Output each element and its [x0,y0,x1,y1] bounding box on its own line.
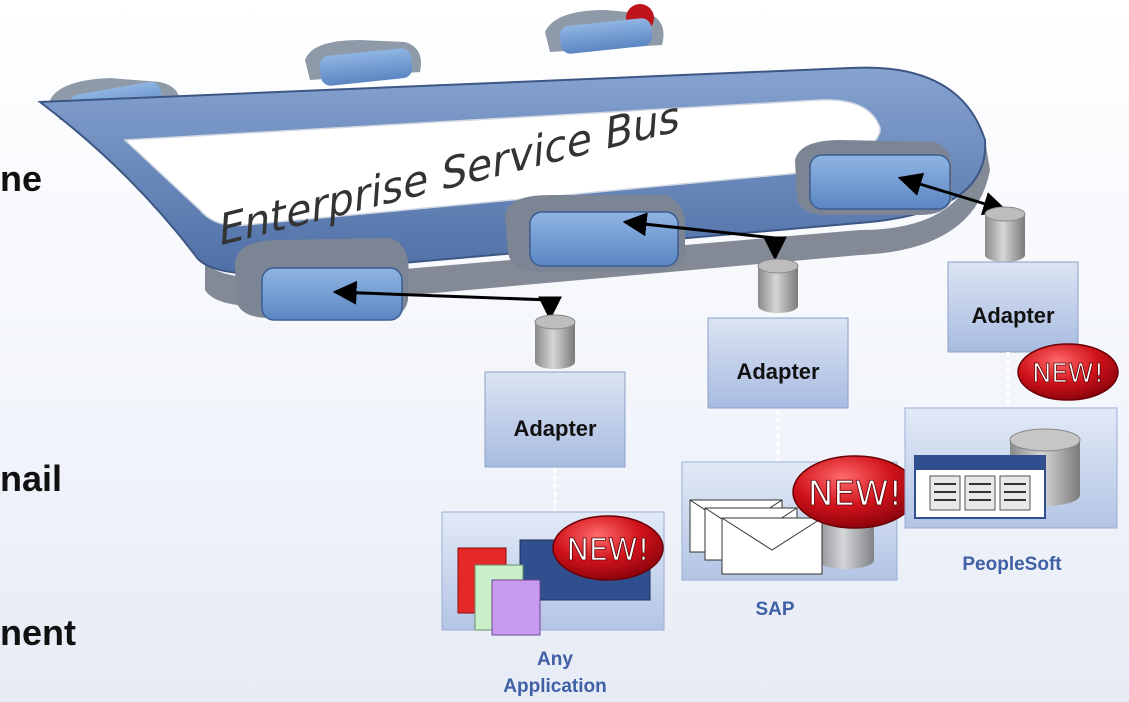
new-badge-label-1: NEW! [566,533,649,568]
new-badge-3: NEW! [1017,343,1119,401]
window-icon [914,455,1046,519]
connection-arrows [332,172,1008,321]
arrow-peoplesoft [897,172,1008,216]
arrow-any-application [332,280,562,321]
adapter-label-2: Adapter [736,359,820,384]
envelope-icon [689,499,823,575]
bus-port-top-3 [559,18,653,54]
system-label-any: Any [537,649,573,670]
adapter-peoplesoft: Adapter [947,206,1079,353]
bus-port-top-2 [319,48,413,86]
new-badge-label-2: NEW! [808,474,902,514]
adapter-box-3 [947,261,1079,353]
system-label-peoplesoft: PeopleSoft [962,554,1062,575]
bus-port-2 [529,211,679,267]
adapter-sap: Adapter [707,258,849,409]
adapter-label-3: Adapter [971,303,1055,328]
new-badge-2: NEW! [792,455,918,529]
new-badge-label-3: NEW! [1032,359,1104,389]
adapter-box-1 [484,371,626,468]
arrow-sap [622,212,787,261]
new-badge-1: NEW! [552,515,664,581]
enterprise-service-bus: Enterprise Service Bus [37,4,990,321]
adapter-label-1: Adapter [513,416,597,441]
system-label-application: Application [503,676,606,697]
text-fragment-1: ne [0,158,43,199]
system-peoplesoft: PeopleSoft [904,407,1118,575]
adapter-box-2 [707,317,849,409]
system-label-sap: SAP [755,599,794,620]
text-fragment-2: nail [0,458,63,499]
bus-port-3 [809,154,951,210]
adapter-any-application: Adapter [484,314,626,468]
text-fragment-3: nent [0,612,76,653]
